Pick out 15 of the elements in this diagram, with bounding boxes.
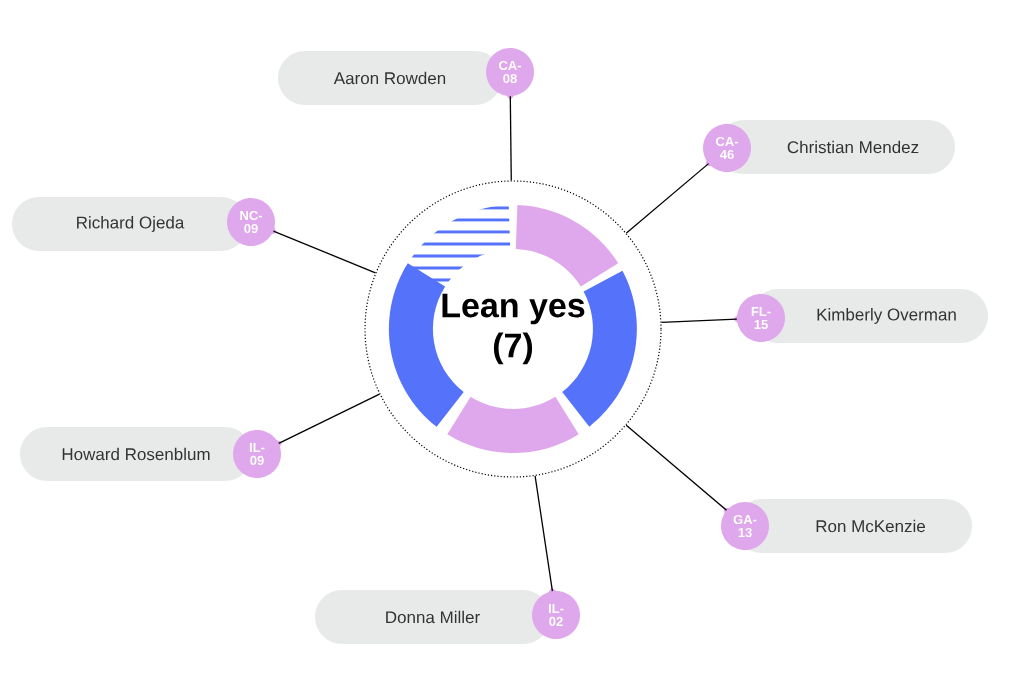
- district-badge: CA-46: [703, 124, 751, 172]
- connector-line: [278, 393, 381, 445]
- name-pill: Donna Miller: [315, 590, 550, 644]
- connector-line: [509, 95, 512, 182]
- district-badge: IL-09: [233, 430, 283, 478]
- connector-line: [625, 424, 728, 511]
- district-badge: NC-09: [227, 198, 277, 246]
- connector-line: [534, 475, 554, 592]
- connector-line: [625, 162, 710, 234]
- district-badge: IL-02: [532, 587, 580, 639]
- district-badge: CA-08: [486, 48, 534, 100]
- connector-line: [660, 318, 738, 324]
- district-badge: GA-13: [721, 502, 769, 550]
- district-badge: FL-15: [733, 294, 785, 342]
- connector-line: [272, 230, 377, 274]
